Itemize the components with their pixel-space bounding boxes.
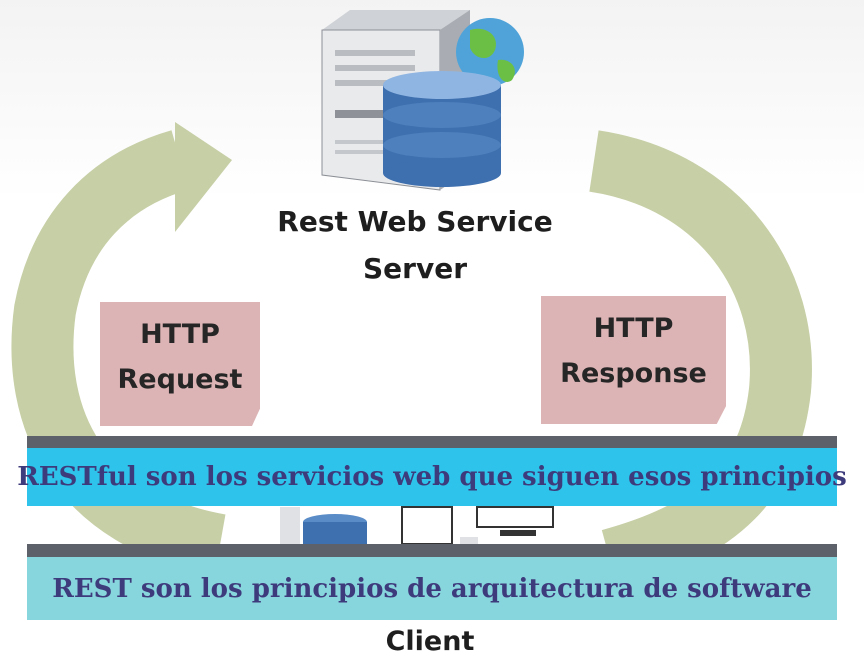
client-label: Client: [385, 626, 475, 657]
server-title: Rest Web Service Server: [230, 198, 600, 292]
response-line1: HTTP: [593, 313, 674, 344]
globe-icon: [456, 18, 524, 86]
response-line2: Response: [560, 358, 707, 389]
top-banner-text: RESTful son los servicios web que siguen…: [17, 462, 847, 492]
bottom-banner-text: REST son los principios de arquitectura …: [52, 573, 812, 604]
client-computer-icon: [280, 506, 554, 545]
request-line2: Request: [117, 364, 243, 395]
top-banner-border: [27, 436, 837, 448]
server-title-line2: Server: [362, 252, 467, 285]
request-arrow-icon: [11, 122, 232, 576]
bottom-banner-border: [27, 544, 837, 557]
bottom-banner: REST son los principios de arquitectura …: [27, 557, 837, 620]
database-icon: [383, 71, 501, 187]
server-title-line1: Rest Web Service: [277, 205, 553, 238]
top-banner: RESTful son los servicios web que siguen…: [17, 448, 847, 506]
http-request-box: HTTP Request: [100, 302, 260, 426]
response-arrow-icon: [588, 130, 812, 590]
http-response-box: HTTP Response: [541, 296, 726, 424]
request-line1: HTTP: [140, 319, 220, 350]
